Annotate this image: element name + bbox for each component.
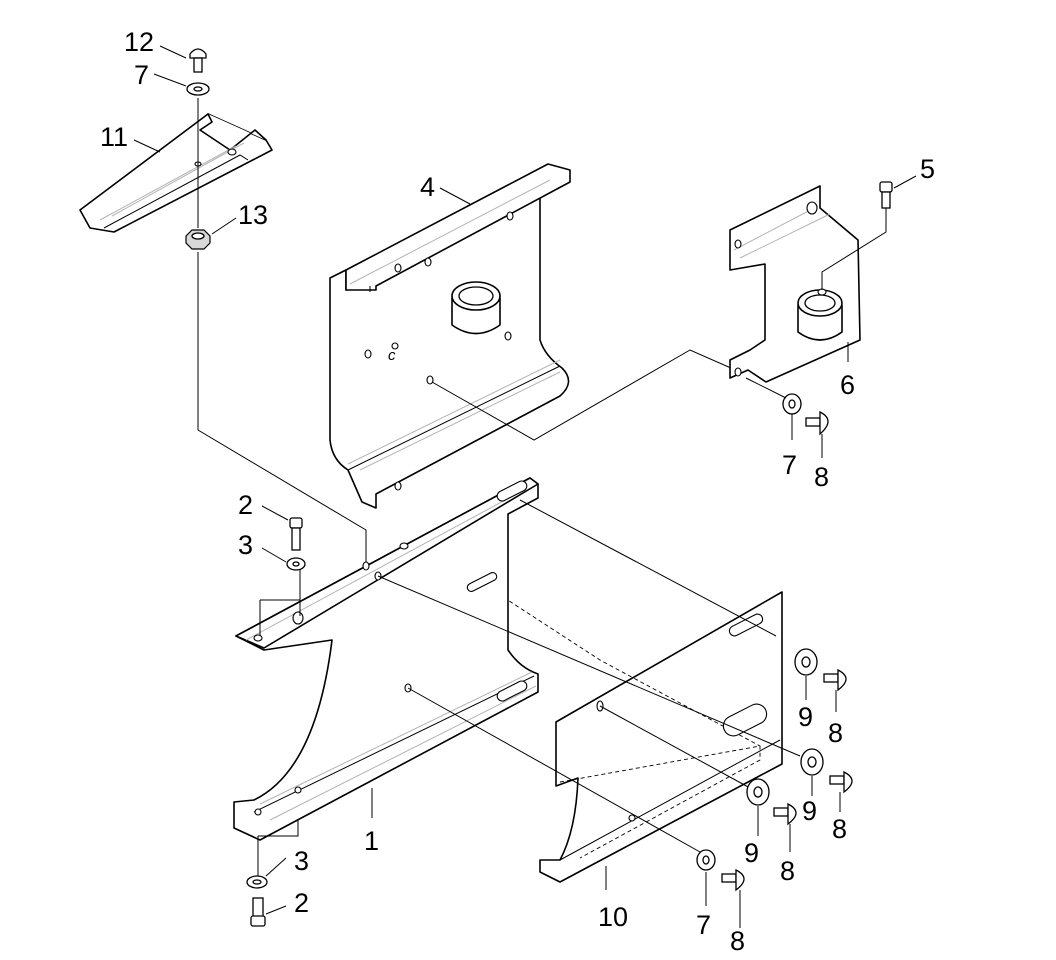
callout-8-a: 8 bbox=[828, 718, 843, 748]
callout-12: 12 bbox=[124, 27, 154, 57]
part-4-mounting-plate: c bbox=[329, 163, 571, 509]
part-9-washer-c bbox=[746, 778, 770, 806]
part-1-base-bracket bbox=[233, 477, 539, 841]
callout-9-b: 9 bbox=[802, 796, 817, 826]
part-7-washer-bottom bbox=[696, 849, 716, 871]
part-8-bolt-b bbox=[829, 770, 853, 794]
part-8-bolt-c bbox=[773, 802, 797, 826]
callout-3-bottom: 3 bbox=[294, 846, 309, 876]
part-9-washer-a bbox=[794, 648, 818, 676]
part-5-cap-screw bbox=[879, 181, 893, 209]
callout-8-c: 8 bbox=[780, 856, 795, 886]
svg-text:c: c bbox=[388, 347, 396, 364]
callout-4: 4 bbox=[420, 172, 435, 202]
part-13-nut bbox=[185, 229, 211, 250]
callout-11: 11 bbox=[100, 122, 128, 152]
callout-13: 13 bbox=[238, 200, 268, 230]
callout-1: 1 bbox=[364, 826, 379, 856]
callout-2-bottom: 2 bbox=[294, 888, 309, 918]
callout-9-a: 9 bbox=[798, 702, 813, 732]
callout-8-bottom: 8 bbox=[730, 926, 745, 956]
part-8-bolt-bottom bbox=[721, 868, 745, 892]
part-6-boss-bracket bbox=[729, 185, 861, 383]
callout-10: 10 bbox=[598, 902, 628, 932]
part-2-cap-screw-top bbox=[289, 517, 303, 551]
part-9-washer-b bbox=[800, 748, 824, 776]
callout-8-b: 8 bbox=[832, 814, 847, 844]
callout-7-top: 7 bbox=[134, 60, 149, 90]
callout-7-right: 7 bbox=[782, 450, 797, 480]
callout-3-top: 3 bbox=[238, 530, 253, 560]
part-8-bolt-a bbox=[823, 668, 847, 692]
part-7-washer-right bbox=[782, 393, 802, 415]
part-3-washer-bottom bbox=[246, 875, 268, 889]
part-7-washer-top bbox=[186, 82, 210, 96]
callout-8-right: 8 bbox=[814, 462, 829, 492]
part-3-washer-top bbox=[286, 557, 306, 571]
part-2-cap-screw-bottom bbox=[250, 897, 266, 927]
part-10-angle-bracket bbox=[479, 581, 783, 883]
callout-6: 6 bbox=[840, 370, 855, 400]
callout-5: 5 bbox=[920, 154, 935, 184]
callout-2-top: 2 bbox=[238, 490, 253, 520]
callout-9-c: 9 bbox=[744, 838, 759, 868]
part-12-bolt bbox=[189, 48, 207, 73]
callout-7-bottom: 7 bbox=[696, 910, 711, 940]
part-8-bolt-right bbox=[805, 410, 829, 436]
